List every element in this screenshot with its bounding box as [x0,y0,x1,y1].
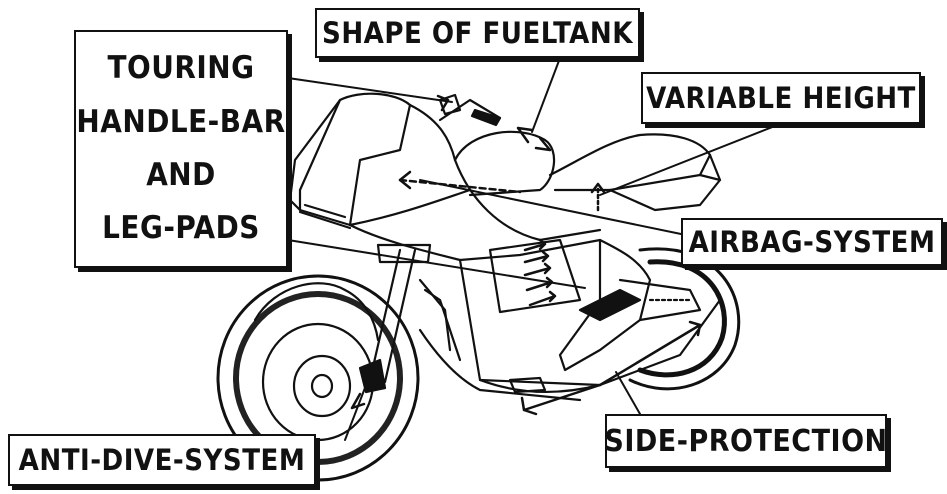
handlebar [438,93,502,127]
fairing [288,92,722,402]
leg-pads [558,238,702,372]
touring-line-2: HANDLE-BAR [76,103,286,140]
label-anti-dive-system: ANTI-DIVE-SYSTEM [8,434,316,486]
leader-lines [287,57,781,441]
label-touring-handlebar-legpads: TOURING HANDLE-BAR AND LEG-PADS [74,30,288,268]
label-variable-height: VARIABLE HEIGHT [641,72,921,124]
anti-dive-unit [358,358,387,394]
touring-line-4: LEG-PADS [102,210,260,247]
arrow-marks [350,94,702,416]
front-fender [253,282,380,342]
label-airbag-system: AIRBAG-SYSTEM [681,218,943,266]
label-shape-of-fueltank: SHAPE OF FUELTANK [315,8,640,58]
touring-line-1: TOURING [107,50,255,87]
touring-line-3: AND [146,156,216,193]
front-fork [368,243,462,384]
label-side-protection: SIDE-PROTECTION [604,414,887,468]
fueltank-and-seat [453,130,722,212]
